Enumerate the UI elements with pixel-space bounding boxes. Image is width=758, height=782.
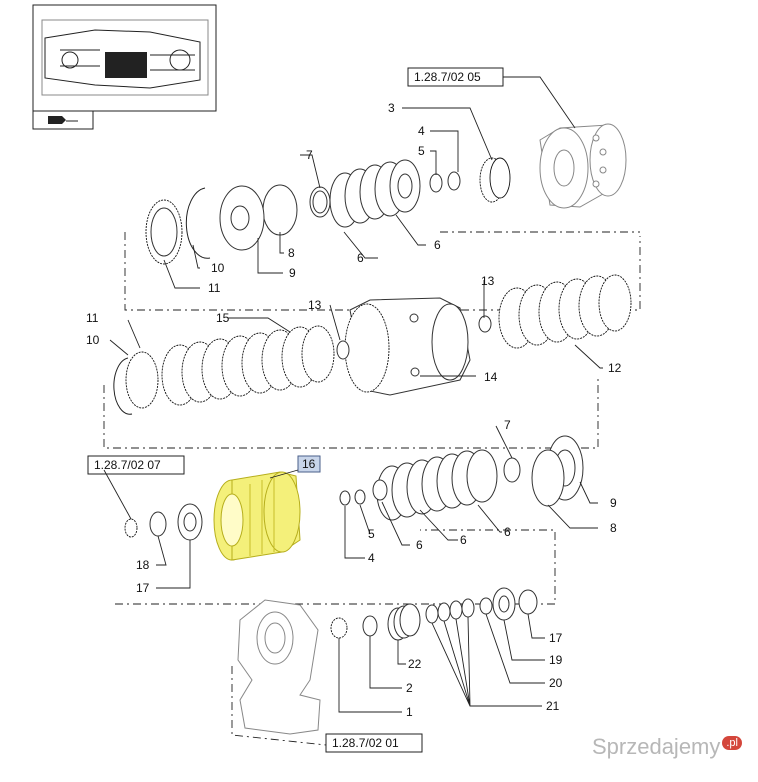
navigation-arrow-icon[interactable] bbox=[32, 110, 94, 130]
piston-9-right bbox=[531, 435, 584, 507]
clutch-plates-mid bbox=[372, 449, 498, 521]
reference-box-left[interactable]: 1.28.7/02 07 bbox=[87, 455, 185, 475]
highlight-label: 16 bbox=[302, 457, 316, 471]
part-label-19: 19 bbox=[549, 653, 563, 667]
part-label-10: 10 bbox=[86, 333, 100, 347]
snap-ring-10-top bbox=[185, 187, 211, 259]
clutch-plates-top bbox=[329, 159, 421, 228]
part-label-9: 9 bbox=[610, 496, 617, 510]
part-label-11: 11 bbox=[208, 281, 221, 295]
leader-lines bbox=[103, 76, 603, 713]
assembly-lines bbox=[103, 231, 641, 746]
reference-box-top[interactable]: 1.28.7/02 05 bbox=[407, 67, 504, 87]
ring-7-mid bbox=[503, 457, 521, 483]
part-label-10: 10 bbox=[211, 261, 225, 275]
part-number-labels: 3 4 5 7 8 9 10 11 6 6 13 12 11 10 15 13 … bbox=[86, 101, 622, 719]
part-label-8: 8 bbox=[288, 246, 295, 260]
part-label-5: 5 bbox=[368, 527, 375, 541]
part-label-7: 7 bbox=[504, 418, 511, 432]
reference-label: 1.28.7/02 07 bbox=[94, 458, 161, 472]
part-label-4: 4 bbox=[418, 124, 425, 138]
gear-1 bbox=[330, 617, 348, 639]
watermark-logo: Sprzedajemy.pl bbox=[592, 734, 742, 760]
transmission-thumbnail-icon[interactable] bbox=[32, 4, 217, 112]
part-label-2: 2 bbox=[406, 681, 413, 695]
small-ring-left bbox=[124, 518, 138, 538]
part-label-4: 4 bbox=[368, 551, 375, 565]
part-label-8: 8 bbox=[610, 521, 617, 535]
gear-hub-top bbox=[479, 157, 511, 203]
plate-stack-15 bbox=[161, 325, 335, 406]
bearing-19 bbox=[492, 587, 516, 621]
part-label-1: 1 bbox=[406, 705, 413, 719]
part-label-15: 15 bbox=[216, 311, 230, 325]
piston-top bbox=[219, 184, 298, 251]
highlighted-gear-16[interactable] bbox=[213, 471, 301, 561]
reference-label: 1.28.7/02 05 bbox=[414, 70, 481, 84]
reference-label: 1.28.7/02 01 bbox=[332, 736, 399, 750]
spring-22 bbox=[387, 603, 421, 641]
plate-stack-12 bbox=[498, 274, 632, 349]
part-label-22: 22 bbox=[408, 657, 422, 671]
snap-ring-10-mid bbox=[113, 357, 133, 415]
ring-2 bbox=[362, 615, 378, 637]
part-label-17: 17 bbox=[136, 581, 150, 595]
part-label-12: 12 bbox=[608, 361, 622, 375]
ring-20 bbox=[479, 597, 493, 615]
part-label-6: 6 bbox=[504, 525, 511, 539]
part-label-7: 7 bbox=[306, 148, 313, 162]
part-label-11: 11 bbox=[86, 311, 99, 325]
part-label-6: 6 bbox=[460, 533, 467, 547]
small-rings-top bbox=[429, 171, 461, 193]
bearing-17-right bbox=[518, 589, 538, 615]
part-label-21: 21 bbox=[546, 699, 560, 713]
part-label-5: 5 bbox=[418, 144, 425, 158]
part-label-6: 6 bbox=[434, 238, 441, 252]
gear-11-mid bbox=[125, 351, 159, 409]
ring-13-left bbox=[336, 340, 350, 360]
clutch-drum-top bbox=[539, 123, 627, 209]
part-label-18: 18 bbox=[136, 558, 150, 572]
highlight-label-box[interactable]: 16 bbox=[297, 455, 321, 473]
gear-11-top bbox=[145, 199, 183, 265]
ring-13-right bbox=[478, 315, 492, 333]
part-label-13: 13 bbox=[308, 298, 322, 312]
part-label-6: 6 bbox=[416, 538, 423, 552]
small-rings-mid bbox=[339, 489, 366, 506]
part-label-20: 20 bbox=[549, 676, 563, 690]
part-label-6: 6 bbox=[357, 251, 364, 265]
part-label-14: 14 bbox=[484, 370, 498, 384]
reference-box-bottom[interactable]: 1.28.7/02 01 bbox=[325, 733, 423, 753]
part-label-13: 13 bbox=[481, 274, 495, 288]
bearing-17-left bbox=[177, 503, 203, 541]
part-label-9: 9 bbox=[289, 266, 296, 280]
washers-21 bbox=[425, 598, 475, 624]
ring-18 bbox=[149, 511, 167, 537]
watermark-suffix: .pl bbox=[722, 735, 742, 750]
drum-14 bbox=[344, 297, 471, 396]
ring-7-top bbox=[309, 186, 331, 218]
part-label-17: 17 bbox=[549, 631, 563, 645]
housing-ghost bbox=[237, 599, 321, 735]
part-label-3: 3 bbox=[388, 101, 395, 115]
watermark-text: Sprzedajemy bbox=[591, 734, 721, 759]
